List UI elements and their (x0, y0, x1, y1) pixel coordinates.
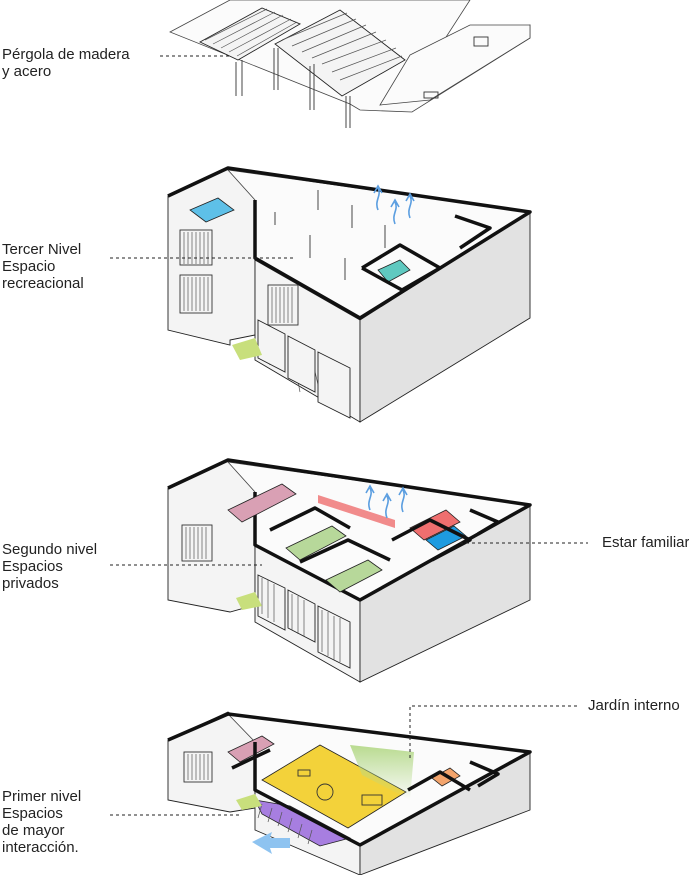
label-pergola: Pérgola de madera y acero (2, 46, 130, 80)
label-tercer-line2: Espacio (2, 258, 56, 275)
pergola-slats (199, 7, 406, 97)
label-tercer-nivel: Tercer Nivel Espacio recreacional (2, 241, 84, 292)
label-primer-line4: interacción. (2, 839, 79, 856)
label-jardin-interno: Jardín interno (588, 697, 680, 714)
leader-lines (110, 55, 588, 816)
bedroom-pink-first (227, 735, 275, 763)
label-tercer-line3: recreacional (2, 275, 84, 292)
label-primer-nivel: Primer nivel Espacios de mayor interacci… (2, 788, 81, 856)
label-estar-familiar: Estar familiar (602, 534, 689, 551)
label-primer-line3: de mayor (2, 822, 65, 839)
label-estar-text: Estar familiar (602, 534, 689, 551)
label-segundo-line1: Segundo nivel (2, 541, 98, 558)
label-pergola-line2: y acero (2, 63, 52, 80)
entry-arrow (252, 832, 290, 854)
pergola-level (169, 0, 531, 128)
label-tercer-line1: Tercer Nivel (2, 241, 82, 258)
label-segundo-line2: Espacios (2, 558, 63, 575)
pool (189, 197, 235, 223)
bedroom-pink (227, 483, 297, 523)
label-jardin-text: Jardín interno (588, 697, 680, 714)
label-segundo-line3: privados (2, 575, 59, 592)
second-level (167, 458, 532, 683)
third-level (167, 166, 532, 423)
label-segundo-nivel: Segundo nivel Espacios privados (2, 541, 97, 592)
jardin-interno (350, 745, 414, 800)
skylight (473, 36, 489, 47)
estar-familiar-red (409, 509, 461, 541)
first-level (167, 711, 532, 875)
bedroom-green-2 (325, 559, 383, 593)
label-primer-line1: Primer nivel (2, 788, 82, 805)
label-primer-line2: Espacios (2, 805, 63, 822)
bedroom-green-1 (285, 525, 347, 561)
label-pergola-line1: Pérgola de madera (2, 46, 130, 63)
